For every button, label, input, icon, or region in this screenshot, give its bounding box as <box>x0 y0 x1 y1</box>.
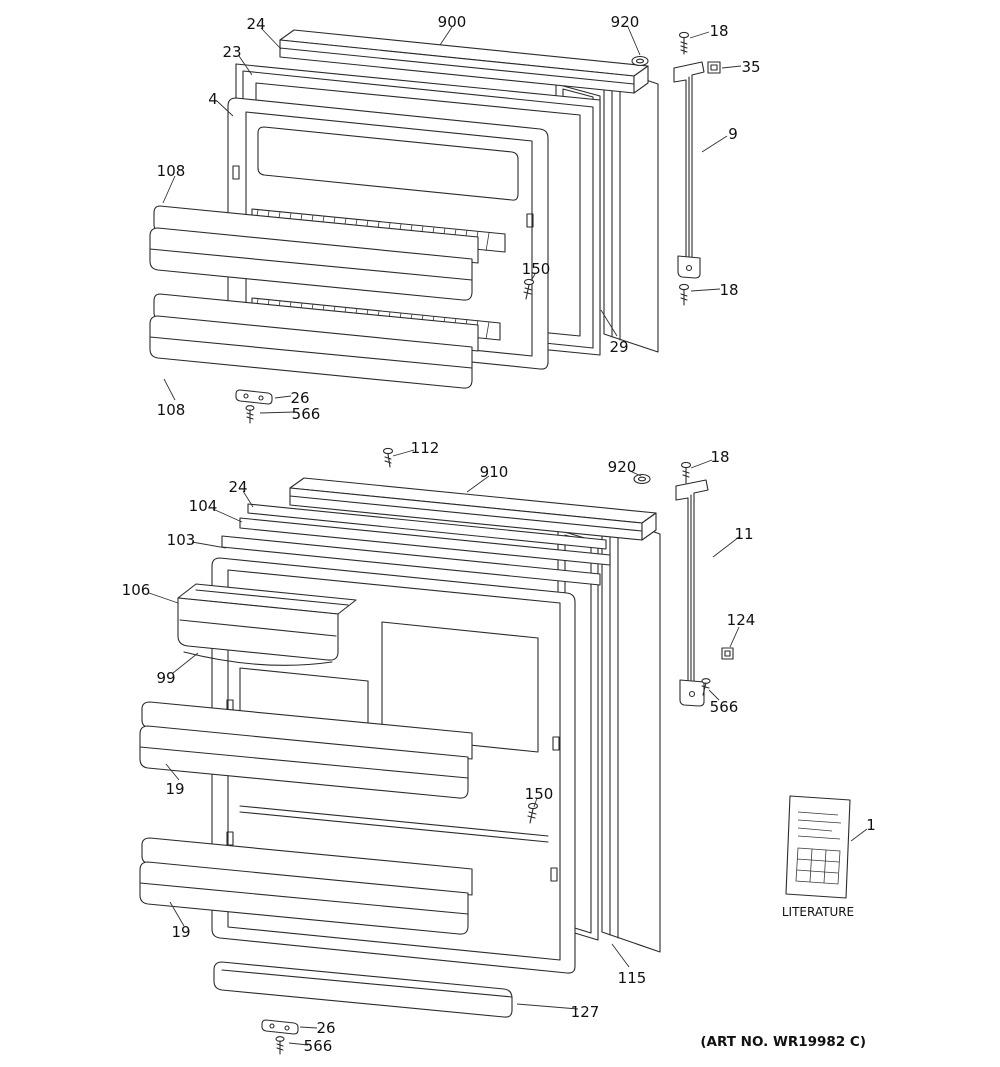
callout-920-top: 920 <box>611 13 640 31</box>
callout-18-bottom: 18 <box>719 281 738 299</box>
callout-108-lower: 108 <box>157 401 186 419</box>
callout-26-top: 26 <box>290 389 309 407</box>
fresh-outer-door-panel-115 <box>601 513 661 953</box>
bottom-trim-127 <box>213 961 513 1018</box>
callout-103: 103 <box>167 531 196 549</box>
callout-150-fresh: 150 <box>525 785 554 803</box>
gasket-strip-103 <box>221 535 601 586</box>
screw-18-top <box>678 31 690 55</box>
callout-19-lower: 19 <box>171 923 190 941</box>
screw-566-bottom <box>275 1036 285 1055</box>
callout-910: 910 <box>480 463 509 481</box>
callout-115: 115 <box>618 969 647 987</box>
callout-24-top: 24 <box>246 15 265 33</box>
callout-112: 112 <box>411 439 440 457</box>
callout-18-top: 18 <box>709 22 728 40</box>
screw-566-handle <box>701 678 711 696</box>
callout-566-bottom: 566 <box>304 1037 333 1055</box>
screw-112 <box>382 447 394 468</box>
screw-18-fresh <box>680 461 692 484</box>
callout-9: 9 <box>728 125 738 143</box>
freezer-door-assembly <box>149 29 721 424</box>
callout-566-top: 566 <box>292 405 321 423</box>
screw-18-bottom <box>678 283 690 306</box>
callout-24-bottom: 24 <box>228 478 247 496</box>
callout-566-handle: 566 <box>710 698 739 716</box>
art-number: (ART NO. WR19982 C) <box>700 1034 866 1050</box>
screw-150-fresh <box>527 802 539 824</box>
square-cap-35 <box>707 61 721 74</box>
callout-29: 29 <box>609 338 628 356</box>
callout-124: 124 <box>727 611 756 629</box>
callout-900: 900 <box>438 13 467 31</box>
callout-labels: 24 900 920 18 35 23 4 9 108 150 18 29 26… <box>122 13 876 1055</box>
gasket-retainer-strip-24 <box>247 503 607 550</box>
freezer-door-bin-lower-108 <box>149 293 479 389</box>
callout-99: 99 <box>156 669 175 687</box>
fresh-top-trim-910 <box>289 477 657 541</box>
callout-104: 104 <box>189 497 218 515</box>
callout-4: 4 <box>208 90 218 108</box>
gasket-strip-104 <box>239 517 611 566</box>
trim-grommet-920-bottom <box>633 473 651 485</box>
callout-920-bottom: 920 <box>608 458 637 476</box>
callout-127: 127 <box>571 1003 600 1021</box>
mounting-plate-26-bottom <box>261 1019 299 1035</box>
callout-106: 106 <box>122 581 151 599</box>
callout-108-upper: 108 <box>157 162 186 180</box>
square-nut-124 <box>721 647 734 660</box>
screw-566-top <box>245 405 255 424</box>
freezer-door-bin-upper-108 <box>149 205 479 301</box>
callout-18-fresh: 18 <box>710 448 729 466</box>
freezer-top-trim-900 <box>279 29 649 94</box>
callout-26-bottom: 26 <box>316 1019 335 1037</box>
freezer-outer-door-panel <box>603 65 659 353</box>
freezer-handle-trim-9 <box>673 61 705 279</box>
trim-grommet-920-top <box>631 55 649 67</box>
callout-23: 23 <box>222 43 241 61</box>
callout-150-top: 150 <box>522 260 551 278</box>
literature-label: LITERATURE <box>782 905 854 919</box>
fresh-handle-trim-11 <box>675 479 709 707</box>
callout-11: 11 <box>734 525 753 543</box>
dairy-compartment-106 <box>177 583 357 666</box>
mounting-plate-26-top <box>235 389 273 405</box>
fresh-door-bin-lower-19 <box>139 837 473 935</box>
leader-lines <box>148 26 868 1046</box>
callout-19-upper: 19 <box>165 780 184 798</box>
fresh-door-bin-upper-19 <box>139 701 473 799</box>
literature-pack: LITERATURE <box>782 795 854 919</box>
callout-35: 35 <box>741 58 760 76</box>
fresh-food-door-assembly <box>139 447 734 1055</box>
callout-1: 1 <box>866 816 876 834</box>
